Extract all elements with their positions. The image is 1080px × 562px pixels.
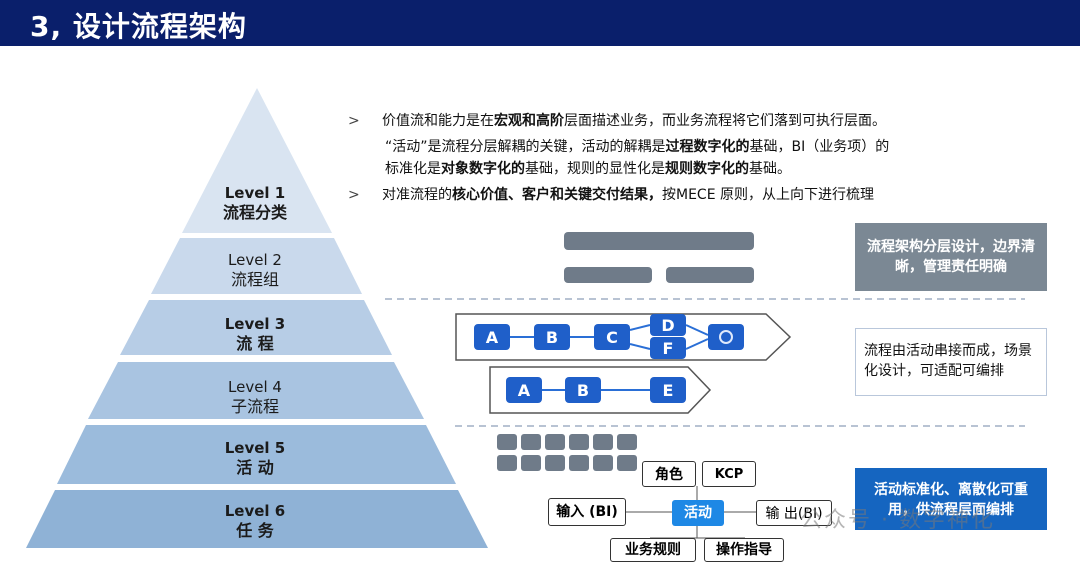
output-tag: 输 出(BI) [756,500,832,526]
flow-node-b [534,324,570,350]
flow-node-b [565,377,601,403]
input-tag: 输入 (BI) [548,498,626,526]
flow-node-f-label: F [663,339,674,358]
activity-tiles [497,434,637,471]
title-bar: 3, 设计流程架构 [0,0,1080,46]
pyramid-level-5 [57,425,456,484]
flow-node-a [506,377,542,403]
process-group-bar [666,267,754,283]
flow-node-a [474,324,510,350]
role-tag: 角色 [642,461,696,487]
desc-box-architecture: 流程架构分层设计，边界清晰，管理责任明确 [855,223,1047,291]
pyramid-level-3 [120,300,392,355]
bullet-chevron-icon: > [348,187,360,203]
activity-center: 活动 [672,500,724,526]
flow-node-c-label: C [606,328,618,347]
business-rules-tag: 业务规则 [610,538,696,562]
operation-guide-tag: 操作指导 [704,538,784,562]
flow-node-f [650,337,686,359]
flow-node-b-label: B [546,328,558,347]
pyramid-level-1 [182,88,332,233]
flow-node-d [650,314,686,336]
desc-box-process: 流程由活动串接而成，场景化设计，可适配可编排 [855,328,1047,396]
process-group-bar [564,267,652,283]
flow-node-a-label: A [486,328,499,347]
watermark: 公众号 · 数字神化 [800,508,995,533]
flow-node-e [650,377,686,403]
desc-box-activity: 活动标准化、离散化可重用，供流程层面编排 [855,468,1047,530]
flow-node-b-label: B [577,381,589,400]
kcp-tag: KCP [702,461,756,487]
flow-node-end [708,324,744,350]
pyramid-level-2 [151,238,362,294]
bullet-chevron-icon: > [348,113,360,129]
flow-node-d-label: D [661,316,674,335]
bullet-1: > 价值流和能力是在宏观和高阶层面描述业务，而业务流程将它们落到可执行层面。 [348,110,1080,132]
process-group-bar [564,232,754,250]
page-title: 3, 设计流程架构 [30,10,247,43]
flow-node-e-label: E [663,381,674,400]
flow-node-a-label: A [518,381,531,400]
bullet-2: “活动”是流程分层解耦的关键，活动的解耦是过程数字化的基础，BI（业务项）的 标… [385,139,890,177]
bullet-3: > 对准流程的核心价值、客户和关键交付结果，按MECE 原则，从上向下进行梳理 [348,184,1080,206]
flow-node-c [594,324,630,350]
pyramid-level-6 [26,490,488,548]
pyramid-level-4 [88,362,424,419]
flow-node-end-mark [719,330,733,344]
